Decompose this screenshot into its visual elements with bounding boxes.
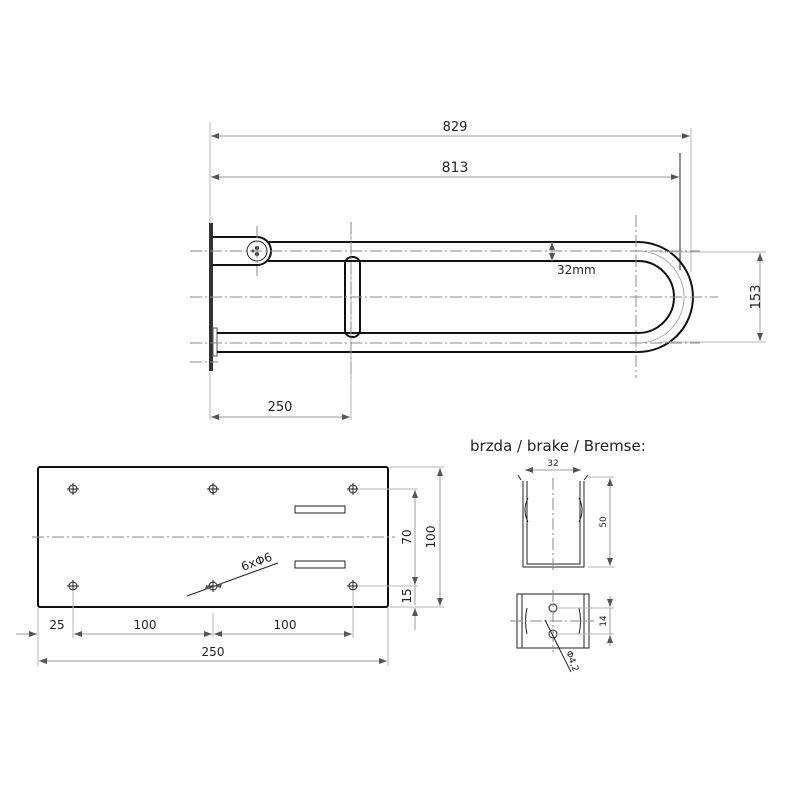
plate-view: 6xΦ6 70 100 15 25 100 100 250 [16, 466, 444, 666]
dim-32-brake: 32 [547, 459, 558, 469]
dim-250-side: 250 [268, 400, 293, 415]
hole-icon [207, 483, 219, 495]
hole-spec-label: 6xΦ6 [239, 550, 274, 574]
dim-70: 70 [400, 529, 414, 544]
dim-153: 153 [749, 285, 764, 310]
dim-50-brake: 50 [599, 516, 609, 528]
slot [294, 560, 346, 569]
dim-15: 15 [400, 588, 414, 603]
dim-813: 813 [442, 160, 469, 176]
dim-25: 25 [49, 618, 64, 632]
dim-100-left: 100 [134, 618, 157, 632]
dim-14-brake: 14 [599, 615, 609, 627]
dim-32mm: 32mm [557, 263, 596, 277]
dim-829: 829 [443, 120, 468, 135]
dim-250-plate: 250 [202, 645, 225, 659]
dim-100-vertical: 100 [424, 526, 438, 549]
slot [294, 505, 346, 514]
hole-icon [67, 483, 79, 495]
brake-view: brzda / brake / Bremse: 32 50 14 [470, 437, 646, 673]
brake-title: brzda / brake / Bremse: [470, 437, 646, 455]
dim-100-right: 100 [274, 618, 297, 632]
side-view: 829 813 32mm [190, 120, 766, 420]
hole-icon [347, 483, 359, 495]
